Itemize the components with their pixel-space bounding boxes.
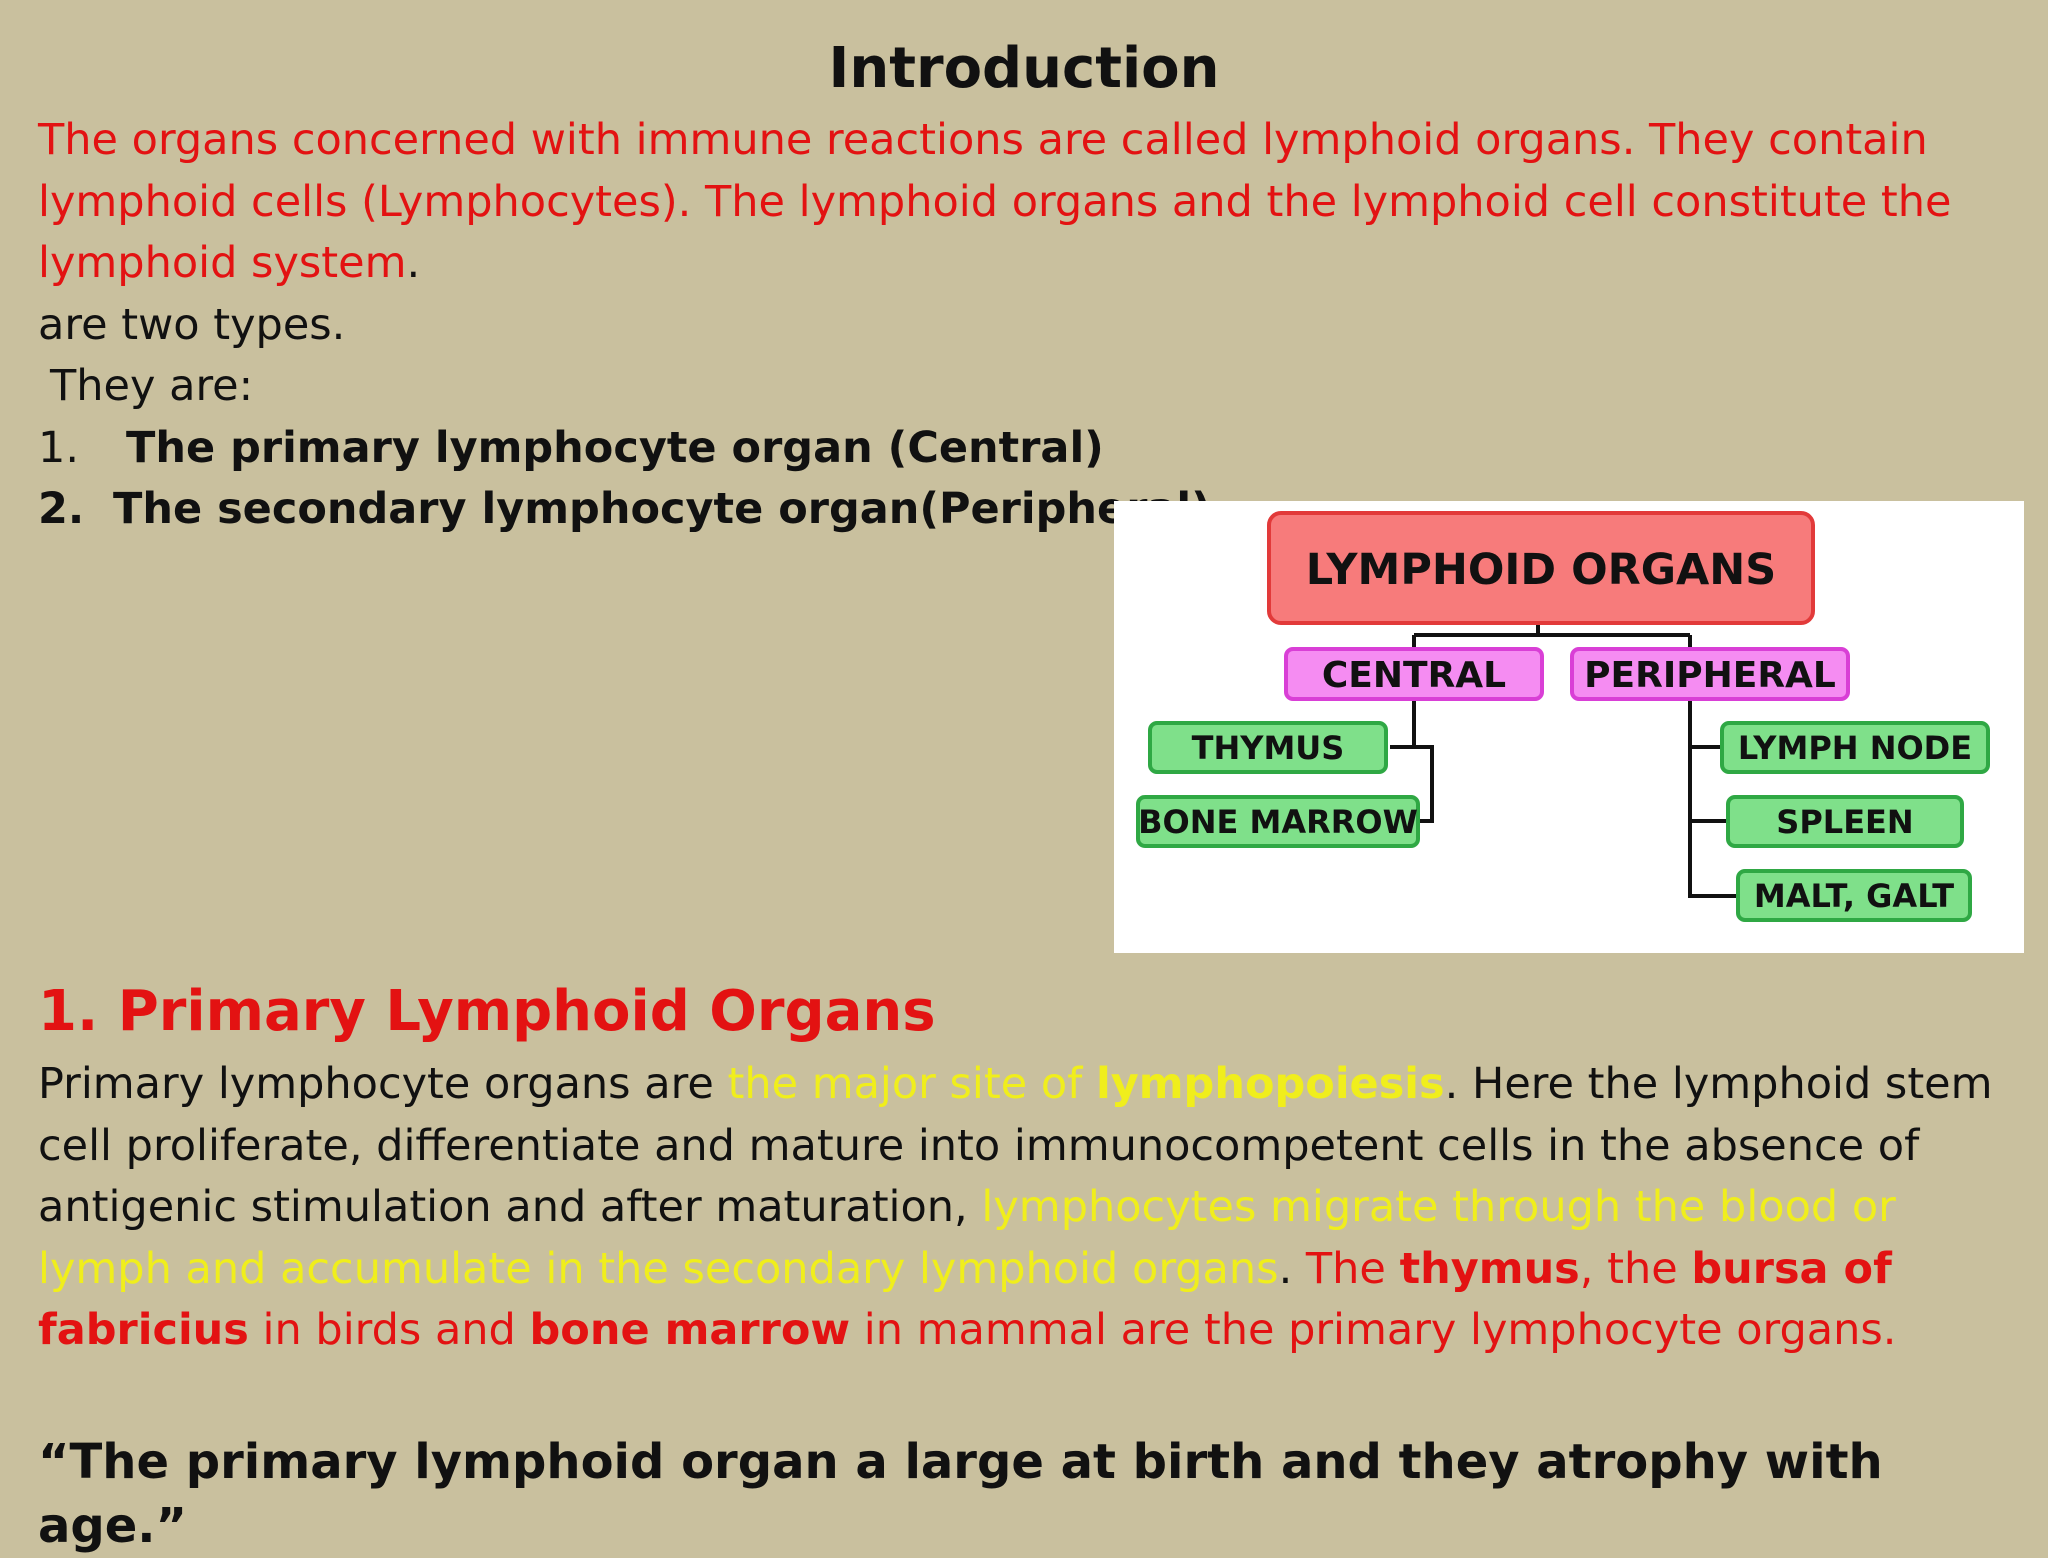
closing-quote: “The primary lymphoid organ a large at b… <box>38 1434 1883 1554</box>
leaf-label: THYMUS <box>1192 729 1345 767</box>
root-label: LYMPHOID ORGANS <box>1306 545 1777 595</box>
branch-peripheral: PERIPHERAL <box>1570 647 1850 701</box>
branch-box <box>1284 647 1544 701</box>
list-number: 1. <box>38 422 80 473</box>
diagram-svg: LYMPHOID ORGANS CENTRAL PERIPHERAL THYMU… <box>1136 511 1990 922</box>
para-red: , the <box>1579 1243 1692 1294</box>
list-item-primary: 1. The primary lymphocyte organ (Central) <box>38 418 1988 480</box>
root-node: LYMPHOID ORGANS <box>1267 511 1815 625</box>
intro-block: The organs concerned with immune reactio… <box>38 110 1988 541</box>
para-red-bold: bursa of fabricius <box>38 1243 1892 1356</box>
leaf-box <box>1720 721 1990 774</box>
para-red: in birds and <box>248 1305 530 1355</box>
list-text: The secondary lymphocyte organ(Periphera… <box>113 484 1211 534</box>
para-text: . Here the lymphoid stem cell proliferat… <box>38 1059 1993 1232</box>
list-number: 2. <box>38 484 85 534</box>
para-highlight: the major site of <box>727 1059 1096 1109</box>
branch-box <box>1570 647 1850 701</box>
leaf-box <box>1726 795 1964 848</box>
intro-they-are: They are: <box>50 361 254 411</box>
intro-types-line: are two types. <box>38 299 346 350</box>
para-red: The <box>1305 1243 1400 1294</box>
leaf-label: MALT, GALT <box>1754 877 1954 915</box>
intro-definition-text: The organs concerned with immune reactio… <box>38 115 1952 288</box>
root-box <box>1267 511 1815 625</box>
branch-label: CENTRAL <box>1322 655 1506 696</box>
leaf-label: SPLEEN <box>1776 803 1913 841</box>
list-text: The primary lymphocyte organ (Central) <box>126 422 1104 473</box>
slide-title: Introduction <box>828 36 1220 101</box>
list-item-secondary: 2. The secondary lymphocyte organ(Periphe… <box>38 479 1988 541</box>
leaf-box <box>1148 721 1388 774</box>
para-red-bold: thymus <box>1399 1243 1580 1294</box>
para-red: in mammal are the primary lymphocyte org… <box>850 1305 1897 1355</box>
section-heading: 1. Primary Lymphoid Organs <box>38 979 936 1044</box>
primary-organs-paragraph: Primary lymphocyte organs are the major … <box>38 1054 2018 1362</box>
intro-definition: The organs concerned with immune reactio… <box>38 110 1988 295</box>
leaf-box <box>1736 869 1972 922</box>
intro-period: . <box>406 238 421 288</box>
lymphoid-organs-diagram: LYMPHOID ORGANS CENTRAL PERIPHERAL THYMU… <box>1114 501 2024 953</box>
leaf-malt-galt: MALT, GALT <box>1736 869 1972 922</box>
leaf-label: BONE MARROW <box>1138 803 1418 841</box>
para-highlight-bold: lymphopoiesis <box>1095 1059 1445 1109</box>
leaf-lymph-node: LYMPH NODE <box>1720 721 1990 774</box>
para-highlight: lymphocytes migrate through the blood or… <box>38 1182 1896 1294</box>
connector-lines <box>1390 625 1736 898</box>
para-red-bold: bone marrow <box>529 1305 851 1355</box>
leaf-label: LYMPH NODE <box>1738 729 1972 767</box>
branch-label: PERIPHERAL <box>1584 655 1836 696</box>
para-text: . <box>1278 1243 1306 1294</box>
para-text: Primary lymphocyte organs are <box>38 1059 728 1109</box>
branch-central: CENTRAL <box>1284 647 1544 701</box>
leaf-thymus: THYMUS <box>1148 721 1388 774</box>
leaf-bone-marrow: BONE MARROW <box>1136 795 1420 848</box>
leaf-spleen: SPLEEN <box>1726 795 1964 848</box>
leaf-box <box>1136 795 1420 848</box>
